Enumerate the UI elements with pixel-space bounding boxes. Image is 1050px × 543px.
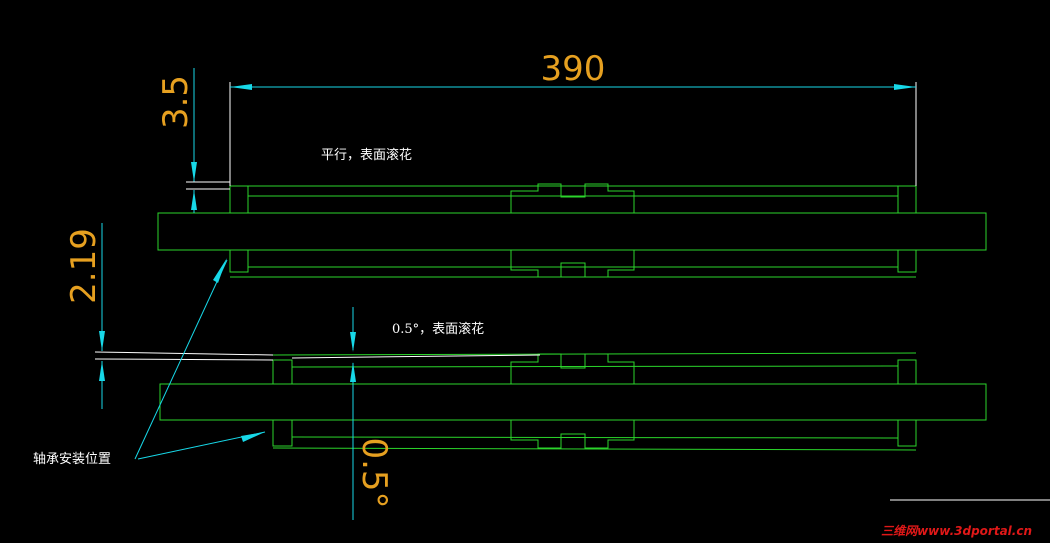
- lower-shaft: [159, 383, 987, 421]
- lower-roller-top-inner-edge: [291, 365, 899, 368]
- middle-offset-dimension: 2.19: [64, 223, 274, 409]
- leader-arrow-upper: [213, 258, 227, 283]
- lower-roller-bottom-edge: [272, 447, 917, 451]
- middle-offset-extension-b: [94, 358, 274, 361]
- watermark: 三维网www.3dportal.cn: [881, 524, 1032, 538]
- upper-offset-arrow-down: [191, 162, 197, 182]
- lower-gear-hub-top: [510, 353, 635, 384]
- lower-left-bearing-top: [272, 359, 293, 385]
- angle-arrow-down: [350, 332, 356, 352]
- upper-left-bearing-bottom: [229, 249, 249, 273]
- lower-roller-assembly: [159, 352, 987, 451]
- lower-gear-hub-bottom: [510, 420, 635, 449]
- angle-arrow-up: [350, 362, 356, 382]
- middle-offset-value: 2.19: [64, 228, 104, 304]
- upper-roller-assembly: [157, 183, 987, 278]
- leader-line-upper: [134, 259, 228, 460]
- length-arrow-right: [894, 84, 916, 90]
- angle-value: 0.5°: [354, 437, 394, 508]
- lower-right-bearing-bottom: [897, 419, 917, 447]
- upper-offset-arrow-up: [191, 190, 197, 210]
- middle-offset-arrow-up: [99, 361, 105, 381]
- angled-knurl-note: 0.5°，表面滚花: [392, 321, 484, 337]
- upper-offset-value: 3.5: [156, 75, 196, 129]
- length-arrow-left: [230, 84, 252, 90]
- upper-gear-hub-bottom: [510, 250, 635, 278]
- leader-arrow-lower: [241, 432, 265, 442]
- lower-left-bearing-bottom: [272, 419, 293, 447]
- parallel-knurl-note: 平行，表面滚花: [321, 147, 412, 163]
- middle-offset-arrow-down: [99, 331, 105, 351]
- angle-dimension: 0.5°: [291, 307, 541, 520]
- bearing-position-note: 轴承安装位置: [33, 452, 111, 467]
- upper-left-bearing-top: [229, 185, 249, 214]
- length-dimension: 390: [229, 49, 917, 186]
- upper-right-bearing-bottom: [897, 249, 917, 273]
- upper-offset-dimension: 3.5: [156, 68, 230, 213]
- bearing-leaders: [134, 258, 266, 460]
- angle-reference-line: [291, 354, 541, 359]
- lower-right-bearing-top: [897, 359, 917, 385]
- lower-roller-bottom-inner-edge: [291, 436, 899, 439]
- length-dimension-value: 390: [541, 49, 606, 89]
- upper-gear-hub-top: [510, 183, 635, 213]
- upper-right-bearing-top: [897, 185, 917, 214]
- upper-shaft: [157, 212, 987, 251]
